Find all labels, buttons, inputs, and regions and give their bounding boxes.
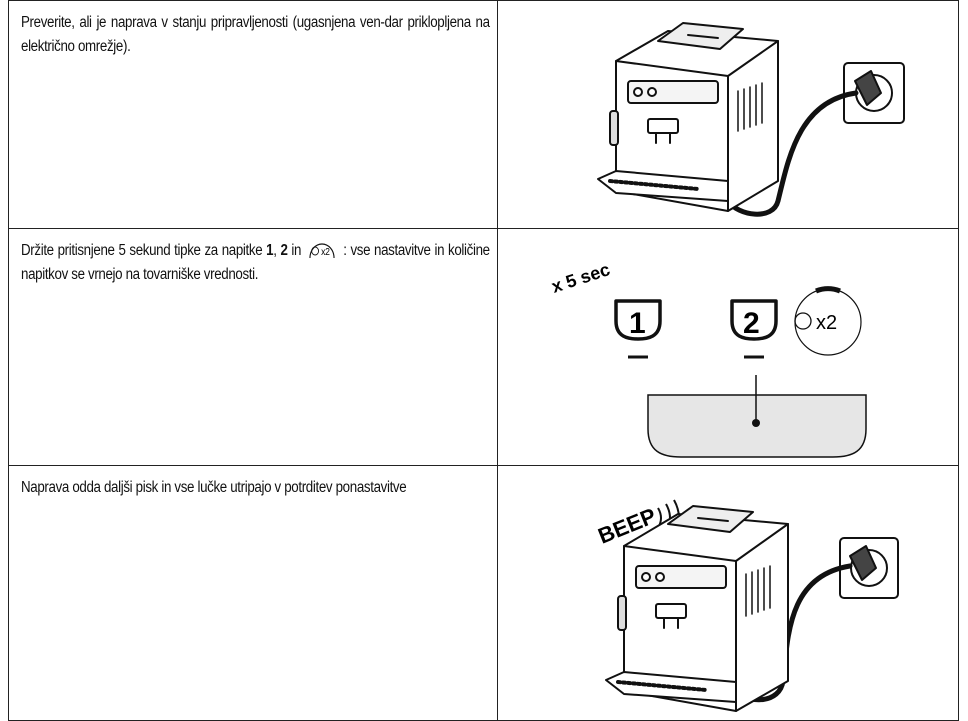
coffee-machine-beep-illustration: BEEP (595, 499, 899, 712)
hold-duration-label: x 5 sec (549, 259, 612, 297)
step-2-sep: , (273, 242, 281, 259)
step-row-2: Držite pritisnjene 5 sekund tipke za nap… (8, 228, 959, 466)
inline-icon-label: x2 (321, 246, 330, 257)
step-1-illustration-cell (497, 0, 959, 229)
descale-button: x2 (794, 286, 862, 356)
beverage-button-1: 1 (614, 299, 662, 359)
power-plug (854, 70, 882, 106)
power-plug-2 (849, 545, 877, 581)
step-2-key-2: 2 (280, 242, 288, 259)
step-row-1: Preverite, ali je naprava v stanju pripr… (8, 0, 959, 229)
descale-icon (794, 312, 812, 330)
descale-inline-icon: x2 (305, 240, 339, 262)
step-2-key-1: 1 (266, 242, 274, 259)
power-cable (725, 90, 859, 217)
step-1-text: Preverite, ali je naprava v stanju pripr… (21, 14, 490, 55)
instruction-table: Preverite, ali je naprava v stanju pripr… (8, 0, 959, 721)
indicator-light (752, 419, 760, 427)
button-1-label: 1 (629, 307, 646, 340)
control-panel-illustration: x 5 sec 1 2 x2 (549, 259, 867, 458)
step-3-text-cell: Naprava odda daljši pisk in vse lučke ut… (8, 465, 498, 721)
button-2-label: 2 (743, 307, 760, 340)
step-2-text-in: in (287, 242, 305, 259)
step-2-text-b: : vse nastavitve in količine napitkov se… (21, 242, 490, 283)
step-2-text-cell: Držite pritisnjene 5 sekund tipke za nap… (8, 228, 498, 466)
descale-label: x2 (816, 312, 837, 334)
step-3-illustration-cell: BEEP (497, 465, 959, 721)
step-1-text-cell: Preverite, ali je naprava v stanju pripr… (8, 0, 498, 229)
step-row-3: Naprava odda daljši pisk in vse lučke ut… (8, 465, 959, 721)
beverage-button-2: 2 (730, 299, 778, 359)
step-2-text-a: Držite pritisnjene 5 sekund tipke za nap… (21, 242, 267, 259)
step-2-text: Držite pritisnjene 5 sekund tipke za nap… (21, 239, 490, 287)
step-3-text: Naprava odda daljši pisk in vse lučke ut… (21, 479, 407, 496)
coffee-machine-plugged-illustration (597, 22, 905, 217)
step-2-illustration-cell: x 5 sec 1 2 x2 (497, 228, 959, 466)
